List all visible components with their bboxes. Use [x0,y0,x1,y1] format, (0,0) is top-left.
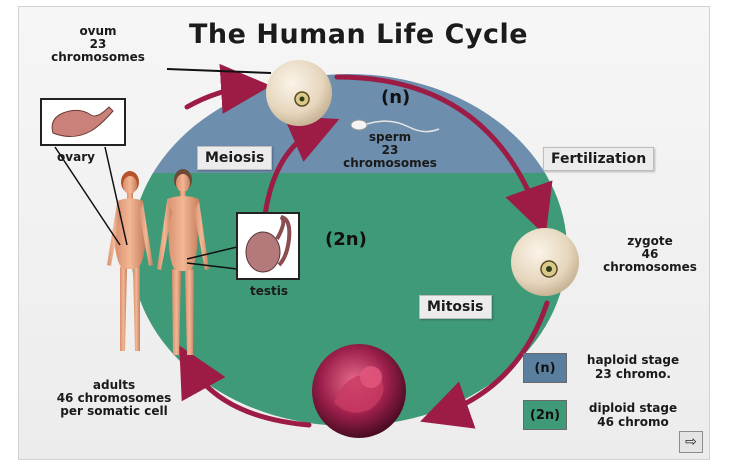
legend-haploid-text: haploid stage 23 chromo. [586,353,680,381]
cycle-arrows [179,63,553,429]
ovum-cell [266,60,332,126]
legend-diploid-text: diploid stage 46 chromo [588,401,678,429]
arrow-to-adults [179,345,312,428]
diploid-marker: (2n) [325,229,367,250]
life-cycle-diagram: The Human Life Cycle ovum 23 chromosomes… [18,6,710,460]
zygote-cell [511,228,579,296]
arrow-to-embryo [420,300,550,429]
legend-haploid-swatch: (n) [523,353,567,383]
zygote-label: zygote 46 chromosomes [603,234,697,274]
ovum-label: ovum 23 chromosomes [51,24,145,64]
mitosis-label: Mitosis [419,295,492,319]
fertilization-label: Fertilization [543,147,655,171]
meiosis-label: Meiosis [197,146,273,170]
legend-diploid-swatch: (2n) [523,400,567,430]
sperm-label: sperm 23 chromosomes [343,130,437,170]
callout-lines [54,146,238,270]
next-button[interactable]: ⇨ [679,431,703,453]
sperm-cell [350,119,440,133]
ovary-inset [40,98,126,146]
arrow-to-ovum [184,63,271,114]
arrow-to-zygote [334,74,553,236]
embryo-image [312,344,406,438]
haploid-marker: (n) [381,87,411,108]
ovum-pointer [166,68,272,74]
female-figure [107,171,153,351]
testis-inset [236,212,300,280]
arrow-right-icon: ⇨ [685,434,697,450]
diagram-canvas [40,60,579,438]
male-figure [157,169,209,355]
testis-label: testis [249,284,288,298]
ovary-label: ovary [57,150,95,164]
page-title: The Human Life Cycle [189,19,529,50]
adults-label: adults 46 chromosomes per somatic cell [56,378,172,418]
arrow-to-sperm [262,116,340,218]
